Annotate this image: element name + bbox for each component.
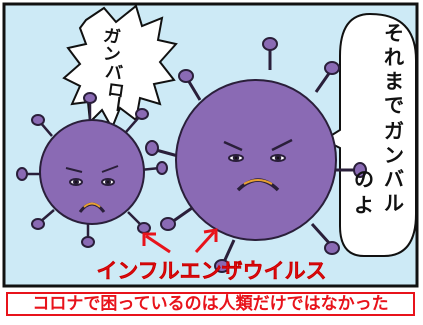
arrow-icon xyxy=(142,228,218,254)
small-virus xyxy=(16,92,168,248)
svg-text:ン: ン xyxy=(384,143,404,167)
svg-text:ロ: ロ xyxy=(106,80,126,102)
svg-text:ン: ン xyxy=(102,44,122,66)
speech-bubble-right xyxy=(321,12,417,257)
large-virus xyxy=(145,37,367,273)
svg-text:ー: ー xyxy=(106,94,128,114)
svg-text:バ: バ xyxy=(104,62,124,84)
caption-box: コロナで困っているのは人類だけではなかった xyxy=(6,292,415,316)
svg-text:で: で xyxy=(384,93,404,117)
svg-text:よ: よ xyxy=(354,193,374,217)
svg-text:れ: れ xyxy=(384,45,404,69)
svg-text:バ: バ xyxy=(384,167,404,191)
svg-text:ガ: ガ xyxy=(102,26,122,48)
speech-right-text: そ れ ま で ガ ン バ ル の よ xyxy=(354,21,404,217)
svg-text:そ: そ xyxy=(384,21,404,45)
svg-text:ル: ル xyxy=(384,191,404,215)
svg-text:ガ: ガ xyxy=(384,119,404,143)
svg-text:ま: ま xyxy=(384,69,404,93)
svg-text:の: の xyxy=(354,167,374,191)
speech-left-text: ガ ン バ ロ ー xyxy=(102,26,128,114)
virus-name-label: インフルエンザウイルス xyxy=(96,259,327,283)
